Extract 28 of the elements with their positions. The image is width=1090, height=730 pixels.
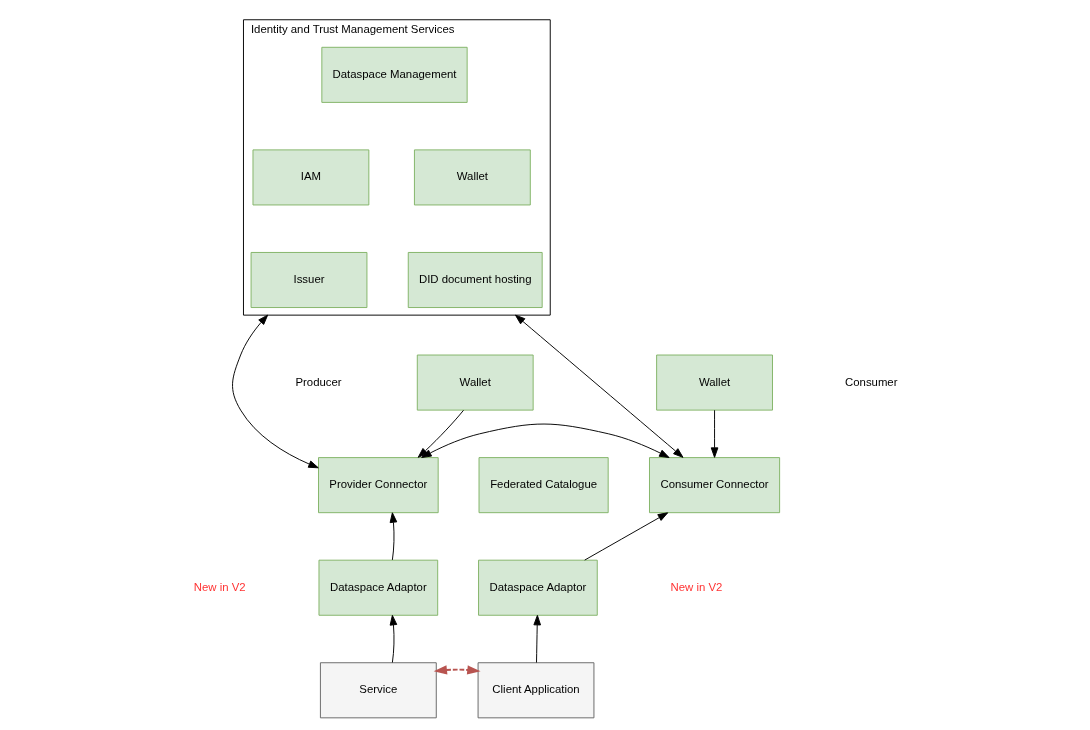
node-box: IAM	[252, 149, 369, 206]
node-box: Service	[319, 662, 437, 719]
node-box: Wallet	[416, 354, 534, 411]
label: New in V2	[193, 580, 246, 593]
arrow	[417, 409, 464, 458]
node-box: Consumer Connector	[648, 457, 780, 514]
arrow	[710, 409, 718, 458]
node-box: Provider Connector	[317, 457, 439, 514]
node-box: Dataspace Adaptor	[318, 559, 438, 616]
label: Consumer	[844, 375, 898, 388]
node-box: Dataspace Adaptor	[477, 559, 598, 616]
arrow	[389, 614, 397, 663]
arrow	[420, 423, 670, 458]
arrow	[514, 314, 683, 458]
node-box: Wallet	[413, 149, 531, 206]
arrow	[583, 512, 668, 561]
label: New in V2	[670, 580, 722, 593]
node-box: Issuer	[250, 251, 367, 308]
arrow	[433, 665, 481, 675]
arrow	[231, 314, 319, 469]
node-box: DID document hosting	[407, 251, 543, 308]
node-box: Dataspace Management	[320, 46, 468, 103]
arrow	[532, 614, 541, 663]
node-box: Federated Catalogue	[478, 457, 609, 514]
node-box: Client Application	[477, 662, 594, 719]
node-box: Wallet	[655, 354, 773, 411]
label: Producer	[294, 375, 342, 388]
arrow	[389, 512, 397, 561]
